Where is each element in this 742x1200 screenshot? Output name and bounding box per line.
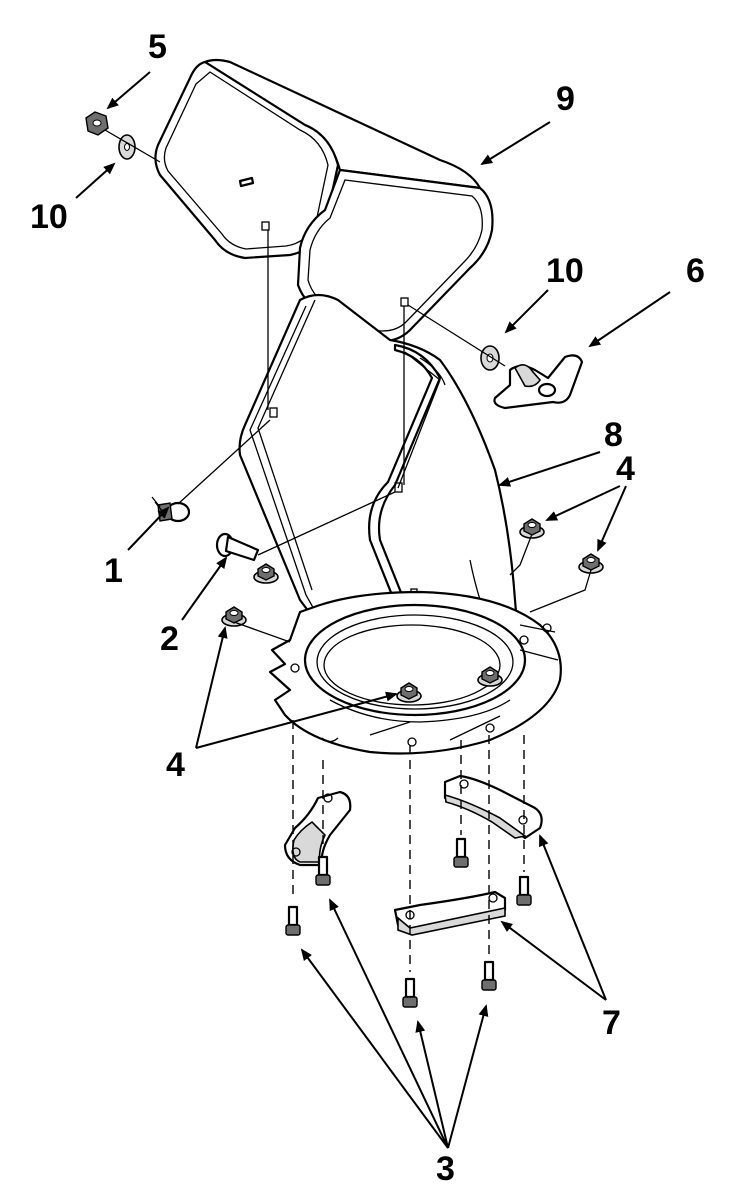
callout-7: 7	[602, 1004, 621, 1042]
retainer-bracket-left	[283, 790, 352, 867]
washer-top	[104, 129, 161, 163]
callout-labels: 5 9 10 10 6 8 4 1 2 4 7 3	[30, 28, 705, 1188]
washer-right	[407, 304, 506, 371]
wing-knob	[493, 354, 584, 410]
carriage-bolt-2	[215, 491, 396, 562]
lock-nut	[85, 111, 109, 136]
flange-nut	[221, 606, 247, 627]
cap-screw	[453, 837, 469, 868]
assembly-guide-lines	[292, 720, 525, 972]
callout-5: 5	[148, 28, 167, 66]
cap-screw	[315, 855, 331, 886]
callout-9: 9	[556, 80, 575, 118]
leader-arrows	[75, 71, 671, 1149]
callout-3: 3	[436, 1150, 455, 1188]
chute-deflector	[154, 58, 494, 343]
flange-nut	[396, 682, 422, 703]
cap-screw	[516, 875, 532, 906]
callout-10-right: 10	[546, 252, 584, 290]
flange-nut-group	[221, 518, 604, 703]
callout-8: 8	[604, 416, 623, 454]
callout-4-left: 4	[166, 746, 185, 784]
callout-10-top: 10	[30, 198, 68, 236]
cap-screw	[402, 977, 418, 1008]
chute-base-ring	[268, 590, 562, 755]
flange-nut	[578, 553, 604, 574]
retainer-bracket-center	[393, 890, 507, 936]
callout-1: 1	[104, 552, 123, 590]
cap-screw-group	[285, 837, 532, 1008]
flange-nut	[519, 518, 545, 539]
callout-6: 6	[686, 252, 705, 290]
cap-screw	[285, 905, 301, 936]
cap-screw	[481, 960, 497, 991]
retainer-bracket-right	[443, 774, 543, 840]
flange-nut	[253, 563, 279, 584]
callout-2: 2	[160, 620, 179, 658]
flange-nut	[477, 666, 503, 687]
callout-4-right: 4	[616, 450, 635, 488]
